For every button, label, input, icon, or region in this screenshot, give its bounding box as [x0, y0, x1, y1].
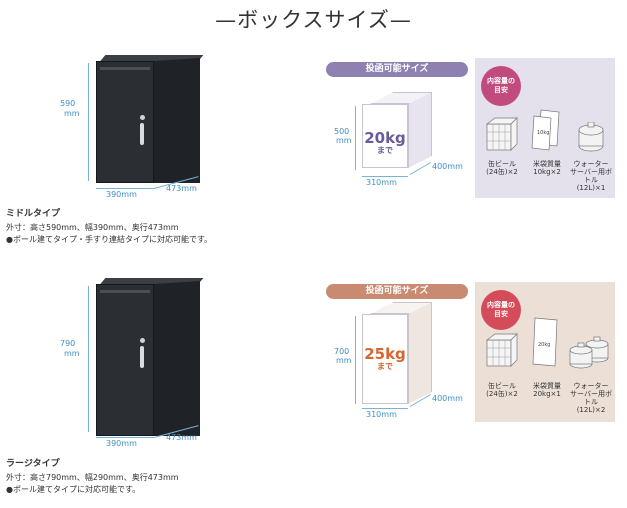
middle-item-1-line1: 缶ビール [488, 160, 516, 168]
middle-box-illustration: 20kg まで [362, 92, 434, 182]
middle-note: ●ポール建てタイプ・手すり連結タイプに対応可能です。 [6, 235, 213, 244]
large-item-2-line1: 米袋質量 [533, 382, 561, 390]
middle-mailable-size-label: 投函可能サイズ [326, 62, 468, 77]
handle-icon [140, 123, 144, 145]
large-caption: ラージタイプ 外寸：高さ790mm、幅290mm、奥行473mm ●ポール建てタ… [6, 458, 179, 496]
middle-item-1-line2: (24缶)×2 [486, 168, 518, 176]
large-box-height-unit: mm [336, 356, 352, 365]
handle-icon [140, 346, 144, 368]
svg-text:10kg: 10kg [537, 130, 549, 136]
middle-cabinet-height: 590 [60, 99, 76, 108]
large-contents-badge: 内容量の目安 [481, 290, 521, 330]
middle-item-3-line1: ウォーター [573, 160, 609, 168]
large-item-3-line1: ウォーター [573, 382, 609, 390]
middle-type-name: ミドルタイプ [6, 209, 61, 219]
large-item-3-line2: サーバー用ボトル [570, 390, 612, 406]
large-cabinet-height: 790 [60, 339, 76, 348]
large-item-1-line2: (24缶)×2 [486, 390, 518, 398]
large-type-name: ラージタイプ [6, 459, 60, 469]
middle-caption: ミドルタイプ 外寸：高さ590mm、幅390mm、奥行473mm ●ポール建てタ… [6, 208, 212, 246]
middle-contents-panel: 内容量の目安 缶ビール (24缶)×2 10kg [475, 58, 615, 198]
large-mailable-size-label: 投函可能サイズ [326, 284, 468, 299]
middle-spec: 外寸：高さ590mm、幅390mm、奥行473mm [6, 223, 179, 232]
large-contents-panel: 内容量の目安 缶ビール (24缶)×2 20kg 米袋質量 20kg×1 [475, 282, 615, 422]
lock-icon [140, 338, 145, 343]
beer-cans-icon [485, 333, 518, 367]
middle-item-3-line2: サーバー用ボトル [570, 168, 612, 184]
rice-bags-icon: 10kg [531, 109, 560, 151]
large-spec: 外寸：高さ790mm、幅290mm、奥行473mm [6, 473, 179, 482]
middle-box-depth: 400mm [432, 162, 463, 171]
middle-cabinet-illustration [96, 55, 204, 185]
large-box-illustration: 25kg まで [362, 302, 434, 408]
large-item-3-line3: (12L)×2 [576, 406, 606, 414]
middle-max-weight-suffix: まで [377, 146, 393, 155]
large-box-depth: 400mm [432, 394, 463, 403]
svg-text:20kg: 20kg [538, 342, 550, 348]
large-cabinet-width: 390mm [106, 439, 137, 448]
water-bottle-icon [578, 122, 604, 152]
large-max-weight-suffix: まで [377, 362, 393, 371]
middle-cabinet-width: 390mm [106, 190, 137, 199]
rice-bag-icon: 20kg [532, 317, 558, 367]
large-note: ●ポール建てタイプに対応可能です。 [6, 485, 141, 494]
middle-item-2-line2: 10kg×2 [533, 168, 561, 176]
lock-icon [140, 115, 145, 120]
middle-max-weight: 20kg [364, 129, 406, 147]
middle-cabinet-height-unit: mm [64, 109, 80, 118]
large-box-height: 700 [334, 347, 350, 356]
middle-box-height-unit: mm [336, 136, 352, 145]
large-item-1-line1: 缶ビール [488, 382, 516, 390]
large-item-2-line2: 20kg×1 [533, 390, 561, 398]
water-bottles-icon [569, 336, 609, 369]
beer-cans-icon [485, 117, 518, 151]
middle-item-2-line1: 米袋質量 [533, 160, 561, 168]
middle-box-height: 500 [334, 127, 350, 136]
middle-contents-badge: 内容量の目安 [481, 66, 521, 106]
large-cabinet-depth: 473mm [166, 433, 197, 442]
large-max-weight: 25kg [364, 345, 406, 363]
page-title: —ボックスサイズ— [215, 8, 412, 32]
large-box-width: 310mm [366, 410, 397, 419]
large-cabinet-illustration [96, 278, 204, 438]
large-cabinet-height-unit: mm [64, 349, 80, 358]
middle-item-3-line3: (12L)×1 [576, 184, 606, 192]
middle-cabinet-depth: 473mm [166, 184, 197, 193]
middle-box-width: 310mm [366, 178, 397, 187]
